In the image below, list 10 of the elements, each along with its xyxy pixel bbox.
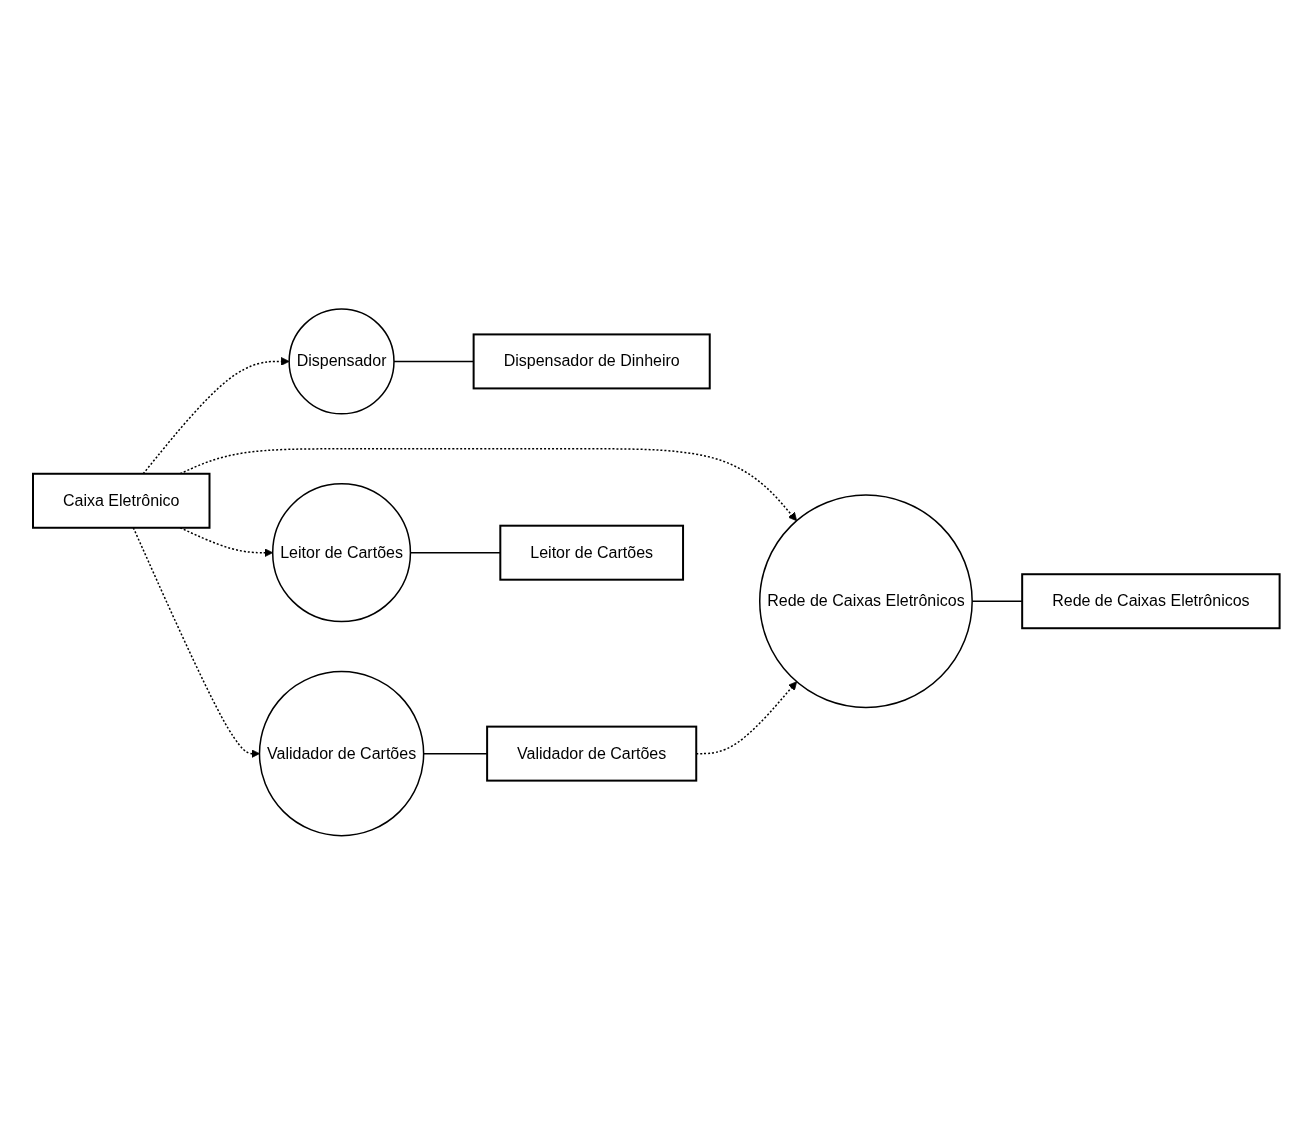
node-box: Leitor de Cartões (499, 524, 685, 581)
node-circle: Validador de Cartões (258, 670, 425, 837)
arrow (142, 356, 290, 475)
node-circle: Rede de Caixas Eletrônicos (759, 493, 974, 708)
node-circle: Dispensador (288, 307, 395, 415)
node-box: Dispensador de Dinheiro (472, 333, 711, 390)
node-circle: Leitor de Cartões (272, 482, 412, 622)
node-box: Validador de Cartões (486, 725, 698, 782)
node-box: Caixa Eletrônico (32, 472, 211, 529)
node-box: Rede de Caixas Eletrônicos (1021, 572, 1281, 629)
